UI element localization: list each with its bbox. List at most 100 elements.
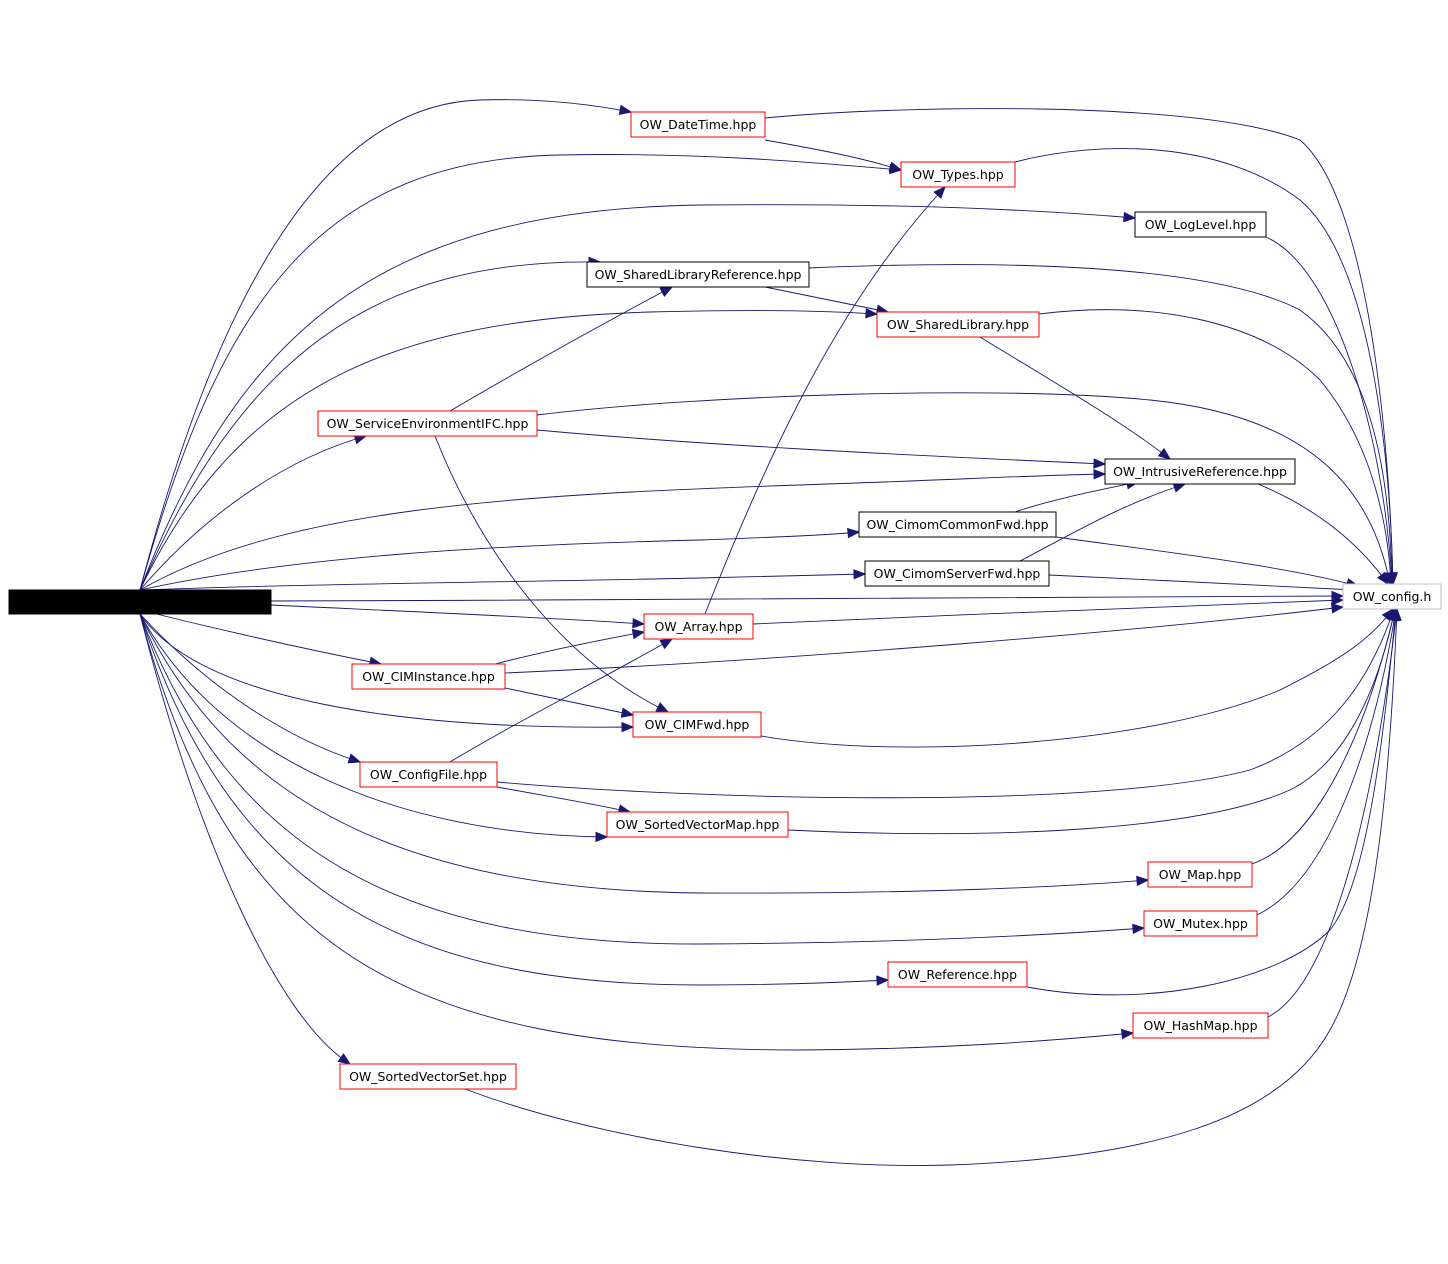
- edge-line: [1014, 481, 1139, 513]
- node-label: OW_CimomCommonFwd.hpp: [866, 517, 1048, 532]
- node-hashmap[interactable]: OW_HashMap.hpp: [1132, 1012, 1269, 1039]
- node-label: OW_Map.hpp: [1159, 867, 1242, 882]
- arrowhead-icon: [1376, 571, 1389, 586]
- node-loglevel[interactable]: OW_LogLevel.hpp: [1134, 211, 1267, 238]
- node-box: [1104, 458, 1296, 485]
- edge-line: [1019, 483, 1186, 562]
- arrowhead-icon: [659, 638, 674, 650]
- edge-ciminstance-to-config: [504, 603, 1345, 674]
- edge-line: [139, 613, 1149, 894]
- node-label: OW_CIMInstance.hpp: [362, 669, 495, 684]
- node-box: [632, 711, 762, 738]
- node-sortedset[interactable]: OW_SortedVectorSet.hpp: [339, 1063, 517, 1090]
- edge-datetime-to-types: [764, 139, 903, 172]
- edge-cimfwd-to-config: [760, 607, 1394, 748]
- edge-root-to-types: [139, 154, 903, 591]
- edge-line: [139, 613, 634, 728]
- arrowhead-icon: [888, 161, 903, 172]
- edge-reference-to-config: [1026, 607, 1401, 996]
- node-label: OW_DateTime.hpp: [640, 117, 757, 132]
- arrowhead-icon: [933, 186, 946, 200]
- node-shlibref[interactable]: OW_SharedLibraryReference.hpp: [586, 261, 810, 288]
- edge-cimomcommon-to-config: [1055, 536, 1360, 589]
- node-shlib[interactable]: OW_SharedLibrary.hpp: [876, 311, 1040, 338]
- node-label: OW_Types.hpp: [912, 167, 1004, 182]
- arrowhead-icon: [337, 1053, 352, 1065]
- edge-root-to-configfile: [139, 613, 362, 764]
- node-box: [887, 961, 1028, 988]
- edge-root-to-map: [139, 613, 1150, 894]
- node-box: [8, 589, 272, 615]
- node-cimomcommon[interactable]: OW_CimomCommonFwd.hpp: [858, 511, 1057, 538]
- edge-line: [139, 310, 878, 591]
- edge-root-to-intrusive: [139, 468, 1107, 591]
- node-label: OW_EmbeddedCIMOMEnvironment.hpp: [16, 595, 263, 610]
- node-reference[interactable]: OW_Reference.hpp: [887, 961, 1028, 988]
- node-box: [630, 111, 766, 138]
- node-ciminstance[interactable]: OW_CIMInstance.hpp: [351, 663, 506, 690]
- arrowhead-icon: [632, 617, 646, 629]
- node-label: OW_ServiceEnvironmentIFC.hpp: [327, 416, 529, 431]
- edge-line: [1265, 236, 1393, 585]
- edge-array-to-types: [704, 186, 946, 615]
- edge-root-to-svcenv: [139, 434, 368, 591]
- edge-line: [434, 435, 669, 713]
- node-mutex[interactable]: OW_Mutex.hpp: [1143, 910, 1258, 937]
- node-label: OW_IntrusiveReference.hpp: [1113, 464, 1287, 479]
- node-label: OW_Reference.hpp: [898, 967, 1017, 982]
- node-box: [586, 261, 810, 288]
- arrowhead-icon: [1331, 595, 1345, 606]
- edge-svcenv-to-shlibref: [449, 286, 674, 412]
- node-intrusive[interactable]: OW_IntrusiveReference.hpp: [1104, 458, 1296, 485]
- node-box: [359, 761, 498, 788]
- node-cimfwd[interactable]: OW_CIMFwd.hpp: [632, 711, 762, 738]
- edge-line: [139, 573, 866, 591]
- node-datetime[interactable]: OW_DateTime.hpp: [630, 111, 766, 138]
- node-label: OW_Mutex.hpp: [1153, 916, 1248, 931]
- node-configfile[interactable]: OW_ConfigFile.hpp: [359, 761, 498, 788]
- node-types[interactable]: OW_Types.hpp: [900, 161, 1016, 188]
- arrowhead-icon: [847, 527, 861, 539]
- node-label: OW_CimomServerFwd.hpp: [874, 566, 1041, 581]
- node-svcenv[interactable]: OW_ServiceEnvironmentIFC.hpp: [317, 410, 538, 437]
- edge-root-to-ciminstance: [139, 609, 383, 667]
- node-box: [1134, 211, 1267, 238]
- arrowhead-icon: [876, 975, 890, 986]
- node-label: OW_SortedVectorSet.hpp: [349, 1069, 507, 1084]
- node-box: [606, 811, 789, 838]
- edge-line: [494, 631, 645, 665]
- edge-line: [752, 599, 1344, 625]
- arrowhead-icon: [865, 308, 879, 319]
- edge-shlib-to-config: [1038, 309, 1396, 586]
- node-label: OW_LogLevel.hpp: [1145, 217, 1257, 232]
- node-label: OW_ConfigFile.hpp: [370, 767, 487, 782]
- edge-mutex-to-config: [1256, 607, 1400, 916]
- node-sortedmap[interactable]: OW_SortedVectorMap.hpp: [606, 811, 789, 838]
- edge-line: [764, 108, 1394, 585]
- node-box: [643, 613, 754, 640]
- node-config[interactable]: OW_config.h: [1342, 583, 1442, 610]
- node-map[interactable]: OW_Map.hpp: [1147, 861, 1253, 888]
- node-cimomserver[interactable]: OW_CimomServerFwd.hpp: [864, 560, 1050, 587]
- edge-root-to-array: [270, 604, 646, 629]
- node-array[interactable]: OW_Array.hpp: [643, 613, 754, 640]
- node-label: OW_CIMFwd.hpp: [645, 717, 750, 732]
- edge-line: [139, 613, 351, 1065]
- edge-svcenv-to-config: [536, 392, 1393, 586]
- edge-line: [764, 286, 889, 313]
- node-label: OW_SortedVectorMap.hpp: [616, 817, 780, 832]
- edge-map-to-config: [1251, 607, 1398, 865]
- node-layer: OW_EmbeddedCIMOMEnvironment.hpp OW_DateTi…: [8, 111, 1442, 1090]
- arrowhead-icon: [347, 753, 362, 764]
- edge-line: [504, 606, 1344, 674]
- arrowhead-icon: [853, 569, 867, 580]
- arrowhead-icon: [620, 707, 635, 718]
- edge-ciminstance-to-array: [494, 628, 646, 665]
- edge-layer: [139, 99, 1402, 1166]
- arrowhead-icon: [618, 104, 633, 116]
- edge-line: [139, 613, 1134, 1051]
- arrowhead-icon: [1157, 447, 1172, 460]
- node-box: [351, 663, 506, 690]
- node-box: [900, 161, 1016, 188]
